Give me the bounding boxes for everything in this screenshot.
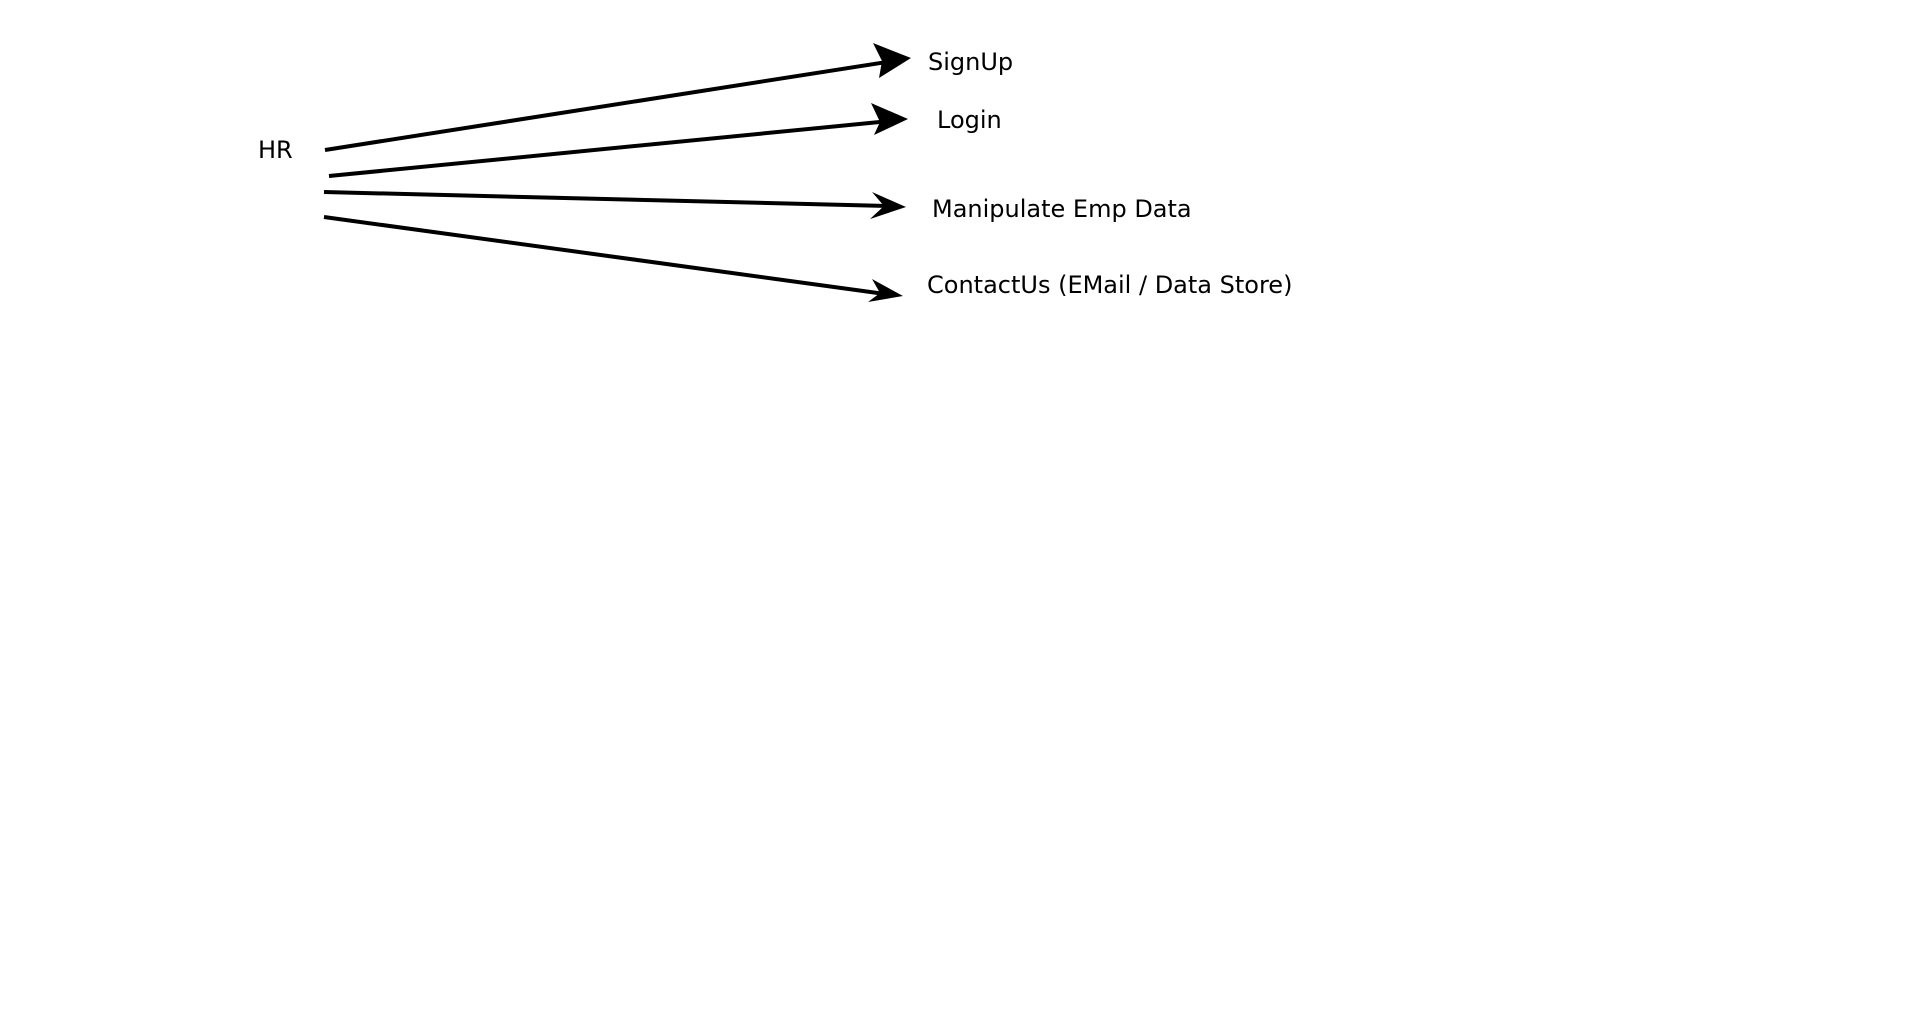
- target-node-contactus: ContactUs (EMail / Data Store): [927, 271, 1292, 299]
- edge-hr-to-login: [328, 103, 908, 178]
- edge-line: [328, 119, 891, 178]
- arrowhead-icon: [868, 279, 903, 302]
- edge-hr-to-signup: [324, 43, 911, 152]
- edge-line: [324, 59, 894, 152]
- source-node-hr: HR: [258, 136, 293, 164]
- arrowhead-icon: [873, 43, 911, 78]
- arrowhead-icon: [870, 192, 906, 219]
- edge-line: [323, 190, 889, 208]
- target-node-signup: SignUp: [928, 48, 1013, 76]
- target-node-login: Login: [937, 106, 1002, 134]
- arrowhead-icon: [871, 103, 908, 135]
- edge-hr-to-manipulate-emp-data: [323, 190, 906, 219]
- edge-hr-to-contactus: [323, 215, 903, 302]
- edge-line: [323, 215, 886, 296]
- target-node-manipulate-emp-data: Manipulate Emp Data: [932, 195, 1192, 223]
